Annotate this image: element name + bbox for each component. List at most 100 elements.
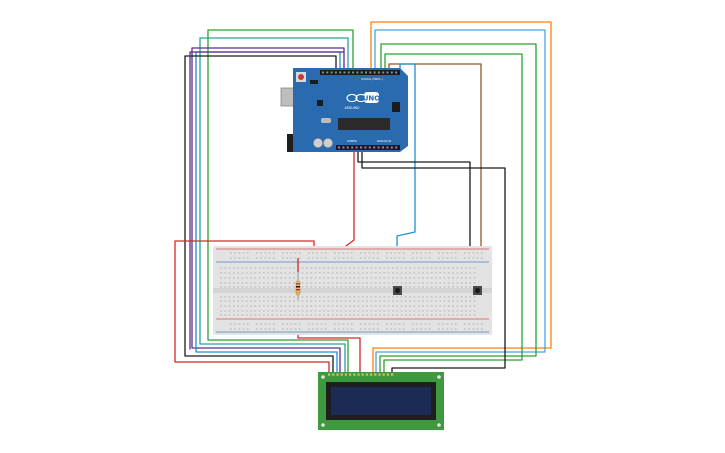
breadboard-hole — [224, 296, 227, 298]
breadboard-hole — [409, 305, 411, 307]
breadboard-hole — [242, 252, 245, 254]
breadboard-hole — [344, 277, 347, 279]
breadboard-hole — [426, 282, 429, 284]
breadboard-hole — [232, 267, 235, 269]
breadboard-hole — [366, 286, 368, 288]
breadboard-hole — [318, 314, 321, 316]
breadboard-hole — [460, 286, 463, 288]
wire-black-lcd — [361, 151, 506, 373]
breadboard-hole — [272, 257, 275, 259]
breadboard-hole — [465, 272, 467, 274]
capacitor-1 — [313, 138, 323, 148]
reset-button-cap — [298, 74, 304, 80]
breadboard-hole — [447, 282, 450, 284]
breadboard-hole — [280, 314, 282, 316]
breadboard-hole — [245, 296, 248, 298]
breadboard-hole — [379, 282, 381, 284]
breadboard-hole — [242, 257, 245, 259]
breadboard-hole — [396, 272, 399, 274]
breadboard-hole — [316, 252, 319, 254]
breadboard-hole — [472, 328, 475, 330]
breadboard-hole — [387, 286, 390, 288]
breadboard-hole — [422, 314, 424, 316]
breadboard-hole — [224, 314, 227, 316]
breadboard-hole — [420, 328, 423, 330]
breadboard-hole — [416, 323, 418, 325]
breadboard-hole — [374, 272, 377, 274]
wire-green-right-2 — [383, 53, 523, 373]
breadboard-hole — [435, 282, 437, 284]
breadboard-holes — [220, 252, 483, 330]
breadboard-hole — [237, 267, 239, 269]
breadboard-hole — [426, 300, 429, 302]
breadboard-hole — [366, 305, 368, 307]
breadboard-hole — [327, 305, 330, 307]
breadboard-hole — [327, 314, 330, 316]
breadboard-hole — [447, 310, 450, 312]
breadboard-hole — [275, 267, 278, 269]
breadboard-hole — [238, 328, 241, 330]
breadboard-hole — [452, 277, 454, 279]
breadboard-hole — [420, 323, 423, 325]
breadboard-hole — [370, 277, 373, 279]
breadboard-hole — [293, 286, 295, 288]
breadboard-hole — [301, 267, 304, 269]
wire-red-lcd — [174, 240, 330, 373]
breadboard-hole — [396, 310, 399, 312]
breadboard-hole — [280, 282, 282, 284]
breadboard-hole — [424, 323, 427, 325]
breadboard-hole — [417, 267, 420, 269]
breadboard-hole — [314, 286, 317, 288]
breadboard-hole — [350, 328, 353, 330]
breadboard-hole — [310, 282, 313, 284]
breadboard-hole — [469, 310, 472, 312]
breadboard-hole — [439, 282, 442, 284]
breadboard-hole — [230, 252, 232, 254]
breadboard-hole — [245, 277, 248, 279]
breadboard-hole — [379, 272, 381, 274]
breadboard-hole — [280, 272, 282, 274]
breadboard-hole — [308, 328, 310, 330]
breadboard-hole — [242, 328, 245, 330]
breadboard-hole — [232, 272, 235, 274]
breadboard-hole — [264, 257, 267, 259]
breadboard-hole — [366, 300, 368, 302]
breadboard-hole — [349, 272, 351, 274]
breadboard-hole — [392, 267, 394, 269]
breadboard-hole — [392, 314, 394, 316]
lcd-pin — [382, 373, 385, 376]
breadboard-hole — [353, 272, 356, 274]
breadboard-hole — [443, 272, 446, 274]
breadboard-hole — [263, 296, 265, 298]
breadboard-hole — [394, 252, 397, 254]
breadboard-hole — [237, 305, 239, 307]
breadboard-hole — [383, 305, 386, 307]
breadboard-hole — [456, 305, 459, 307]
breadboard-hole — [386, 257, 388, 259]
breadboard-hole — [366, 296, 368, 298]
breadboard-hole — [312, 252, 314, 254]
breadboard-hole — [456, 282, 459, 284]
breadboard-hole — [228, 314, 231, 316]
breadboard-hole — [288, 272, 291, 274]
breadboard-hole — [422, 296, 424, 298]
breadboard-hole — [238, 252, 241, 254]
breadboard-hole — [250, 282, 252, 284]
breadboard-hole — [465, 314, 467, 316]
breadboard-hole — [383, 277, 386, 279]
breadboard-hole — [344, 286, 347, 288]
breadboard-hole — [364, 328, 366, 330]
breadboard-hole — [357, 305, 360, 307]
wire-orange-right — [370, 21, 552, 373]
breadboard-hole — [413, 305, 416, 307]
breadboard-hole — [460, 267, 463, 269]
breadboard-hole — [361, 286, 364, 288]
breadboard-hole — [438, 257, 440, 259]
breadboard-hole — [376, 328, 379, 330]
breadboard-hole — [361, 267, 364, 269]
breadboard-hole — [387, 296, 390, 298]
breadboard-hole — [374, 310, 377, 312]
breadboard-hole — [331, 282, 334, 284]
breadboard-hole — [422, 282, 424, 284]
breadboard-hole — [271, 282, 274, 284]
